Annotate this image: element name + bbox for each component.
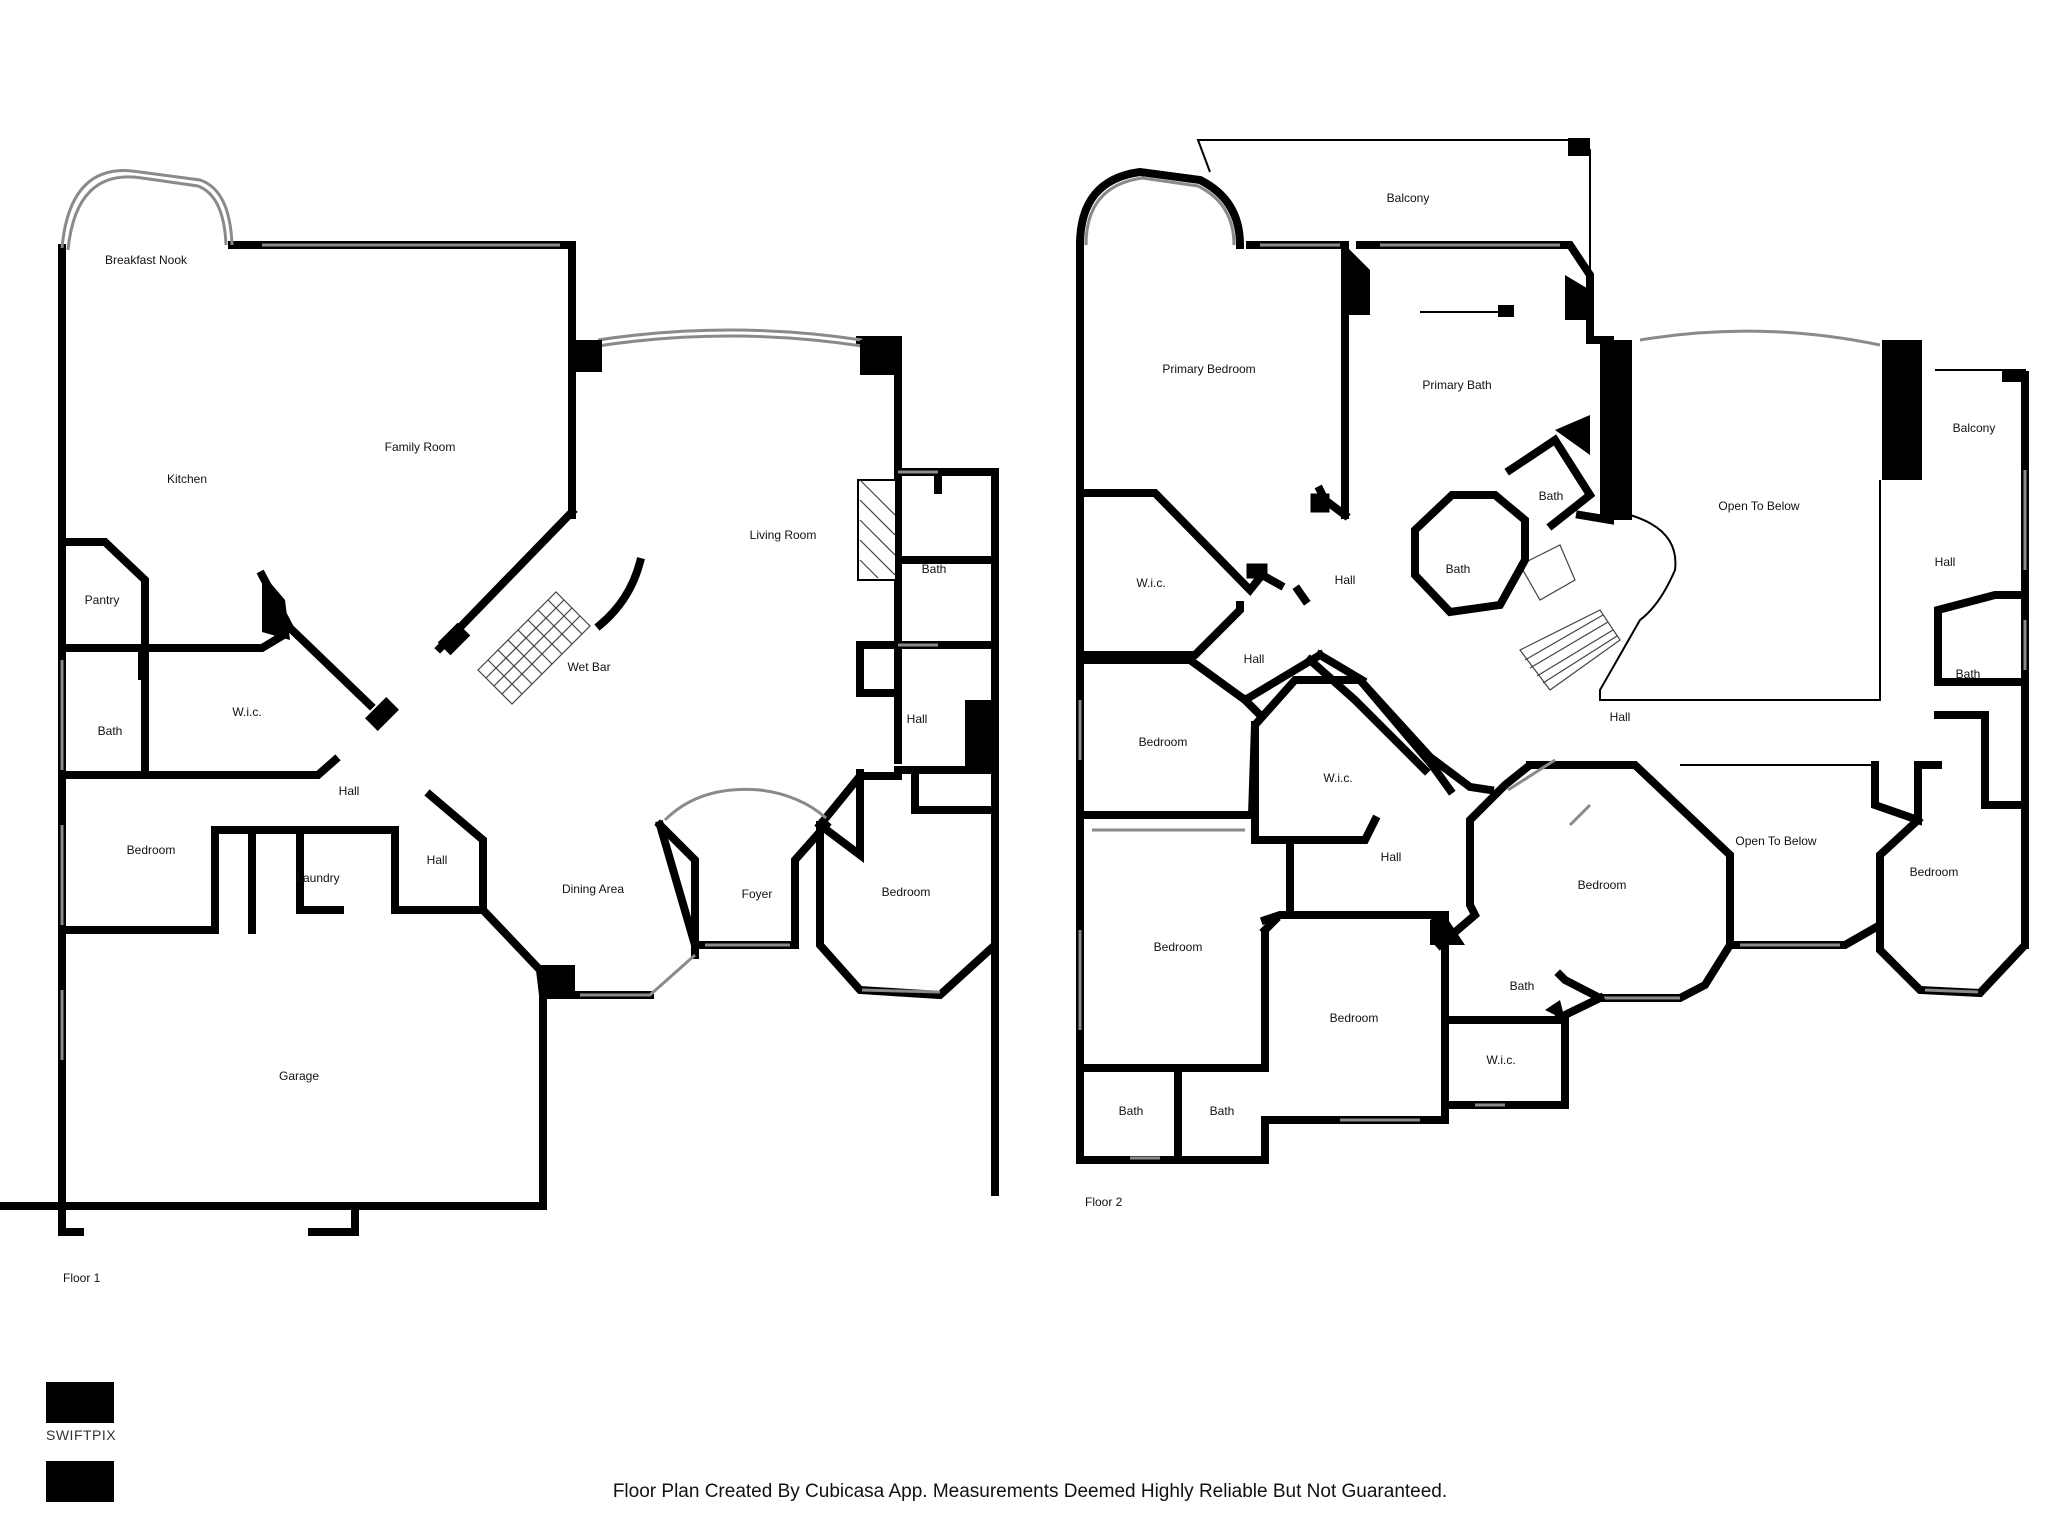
label-laundry: Laundry xyxy=(296,871,339,885)
label-hall: Hall xyxy=(1935,555,1956,569)
footer-disclaimer: Floor Plan Created By Cubicasa App. Meas… xyxy=(612,1481,1448,1502)
floor-2-plan xyxy=(1075,138,2029,1164)
label-bath: Bath xyxy=(1539,489,1564,503)
label-hall: Hall xyxy=(1335,573,1356,587)
label-kitchen: Kitchen xyxy=(167,472,207,486)
label-primary-bath: Primary Bath xyxy=(1422,378,1491,392)
logo-bottom-block xyxy=(46,1461,114,1502)
label-bath: Bath xyxy=(922,562,947,576)
label-garage: Garage xyxy=(279,1069,319,1083)
label-bedroom: Bedroom xyxy=(1910,865,1959,879)
label-wic: W.i.c. xyxy=(1486,1053,1515,1067)
label-open-to-below: Open To Below xyxy=(1735,834,1816,848)
label-bath: Bath xyxy=(1119,1104,1144,1118)
label-hall: Hall xyxy=(339,784,360,798)
label-family-room: Family Room xyxy=(385,440,456,454)
swiftpix-logo: SWIFTPIX xyxy=(46,1382,117,1502)
floor-1-plan xyxy=(0,169,999,1236)
label-bedroom: Bedroom xyxy=(1154,940,1203,954)
label-hall: Hall xyxy=(907,712,928,726)
floor1-room-labels: Breakfast Nook Family Room Kitchen Livin… xyxy=(63,253,946,1285)
logo-top-block xyxy=(46,1382,114,1423)
label-hall: Hall xyxy=(427,853,448,867)
logo-text: SWIFTPIX xyxy=(46,1427,117,1443)
floor-2-label: Floor 2 xyxy=(1085,1195,1123,1209)
label-primary-bedroom: Primary Bedroom xyxy=(1162,362,1255,376)
label-bedroom: Bedroom xyxy=(1330,1011,1379,1025)
label-balcony: Balcony xyxy=(1953,421,1996,435)
floor1-staircase xyxy=(477,591,591,705)
label-open-to-below: Open To Below xyxy=(1718,499,1799,513)
label-bath: Bath xyxy=(1510,979,1535,993)
label-bedroom: Bedroom xyxy=(882,885,931,899)
label-bath: Bath xyxy=(98,724,123,738)
label-wic: W.i.c. xyxy=(1136,576,1165,590)
label-balcony: Balcony xyxy=(1387,191,1430,205)
floor2-room-labels: Balcony Balcony Primary Bedroom Primary … xyxy=(1085,191,1995,1209)
label-bath: Bath xyxy=(1956,667,1981,681)
label-foyer: Foyer xyxy=(742,887,773,901)
floor-1-label: Floor 1 xyxy=(63,1271,101,1285)
label-wet-bar: Wet Bar xyxy=(567,660,610,674)
label-wic: W.i.c. xyxy=(232,705,261,719)
label-bedroom: Bedroom xyxy=(1139,735,1188,749)
label-bedroom: Bedroom xyxy=(1578,878,1627,892)
label-wic: W.i.c. xyxy=(1323,771,1352,785)
floor1-exterior-wall xyxy=(0,241,999,1232)
label-hall: Hall xyxy=(1381,850,1402,864)
label-pantry: Pantry xyxy=(85,593,120,607)
label-breakfast-nook: Breakfast Nook xyxy=(105,253,188,267)
label-bedroom: Bedroom xyxy=(127,843,176,857)
label-living-room: Living Room xyxy=(750,528,817,542)
label-bath: Bath xyxy=(1446,562,1471,576)
label-hall: Hall xyxy=(1244,652,1265,666)
floor2-staircase xyxy=(1519,544,1621,691)
label-dining-area: Dining Area xyxy=(562,882,624,896)
label-bath: Bath xyxy=(1210,1104,1235,1118)
label-hall: Hall xyxy=(1610,710,1631,724)
